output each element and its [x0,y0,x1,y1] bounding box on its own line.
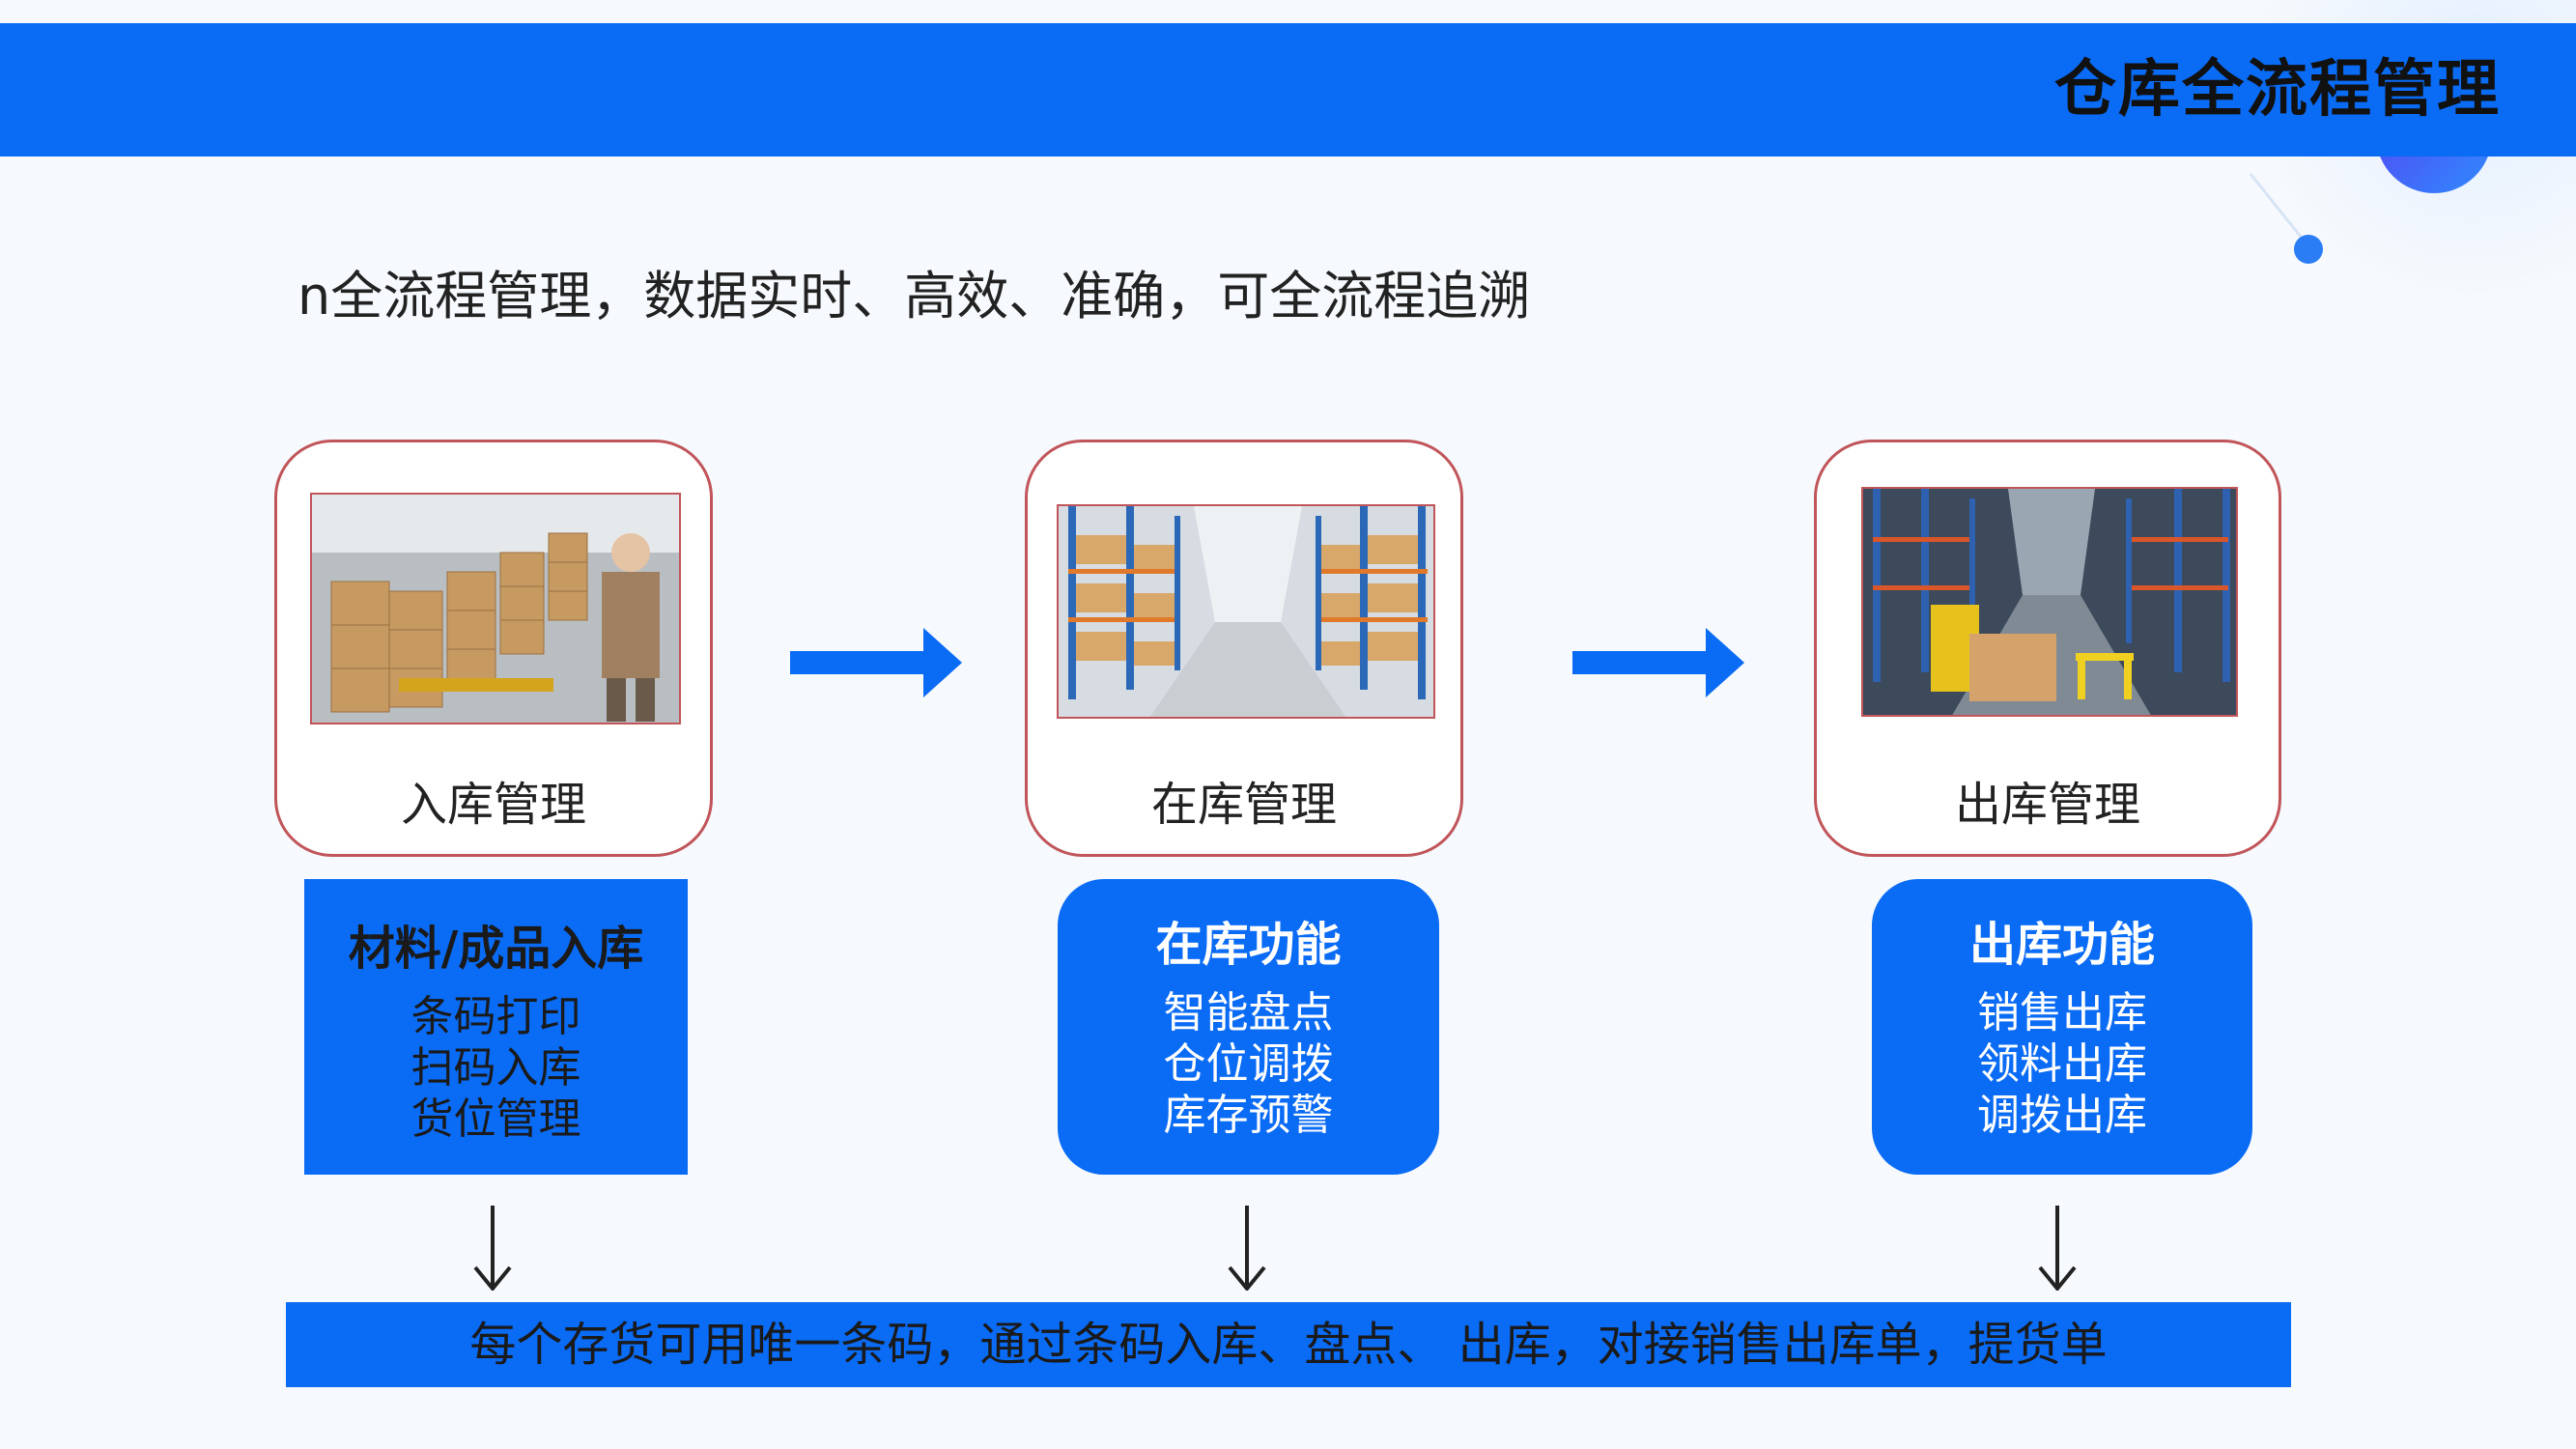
function-item: 调拨出库 [1977,1091,2147,1140]
arrow-down-icon [1228,1206,1266,1291]
warehouse-shelves-photo [1057,504,1435,719]
function-item: 货位管理 [410,1094,581,1144]
header-bar [0,23,2576,156]
arrow-right-icon [790,628,962,697]
stage-label: 入库管理 [400,778,586,832]
stage-card-storage: 在库管理 [1025,440,1463,857]
function-item: 领料出库 [1977,1039,2147,1089]
function-box-outbound: 出库功能 销售出库 领料出库 调拨出库 [1872,879,2252,1175]
subtitle: n全流程管理，数据实时、高效、准确，可全流程追溯 [297,266,1531,327]
function-item: 销售出库 [1977,988,2147,1037]
stage-label: 在库管理 [1150,778,1337,832]
arrow-down-icon [2038,1206,2077,1291]
function-title: 在库功能 [1155,918,1342,972]
arrow-right-icon [1572,628,1744,697]
function-item: 扫码入库 [410,1043,581,1093]
function-item: 库存预警 [1163,1091,1334,1140]
footer-summary-bar: 每个存货可用唯一条码，通过条码入库、盘点、 出库，对接销售出库单，提货单 [286,1302,2291,1387]
function-title: 出库功能 [1968,918,2155,972]
function-box-storage: 在库功能 智能盘点 仓位调拨 库存预警 [1058,879,1439,1175]
warehouse-forklift-photo [1861,487,2238,717]
stage-card-outbound: 出库管理 [1814,440,2281,857]
stage-card-inbound: 入库管理 [274,440,713,857]
function-title: 材料/成品入库 [348,922,644,976]
function-box-inbound: 材料/成品入库 条码打印 扫码入库 货位管理 [304,879,688,1175]
function-item: 条码打印 [410,992,581,1041]
function-item: 智能盘点 [1163,988,1334,1037]
arrow-down-icon [473,1206,512,1291]
stage-label: 出库管理 [1954,778,2140,832]
warehouse-inbound-photo [310,493,681,724]
function-item: 仓位调拨 [1163,1039,1334,1089]
page-title: 仓库全流程管理 [2054,54,2501,126]
